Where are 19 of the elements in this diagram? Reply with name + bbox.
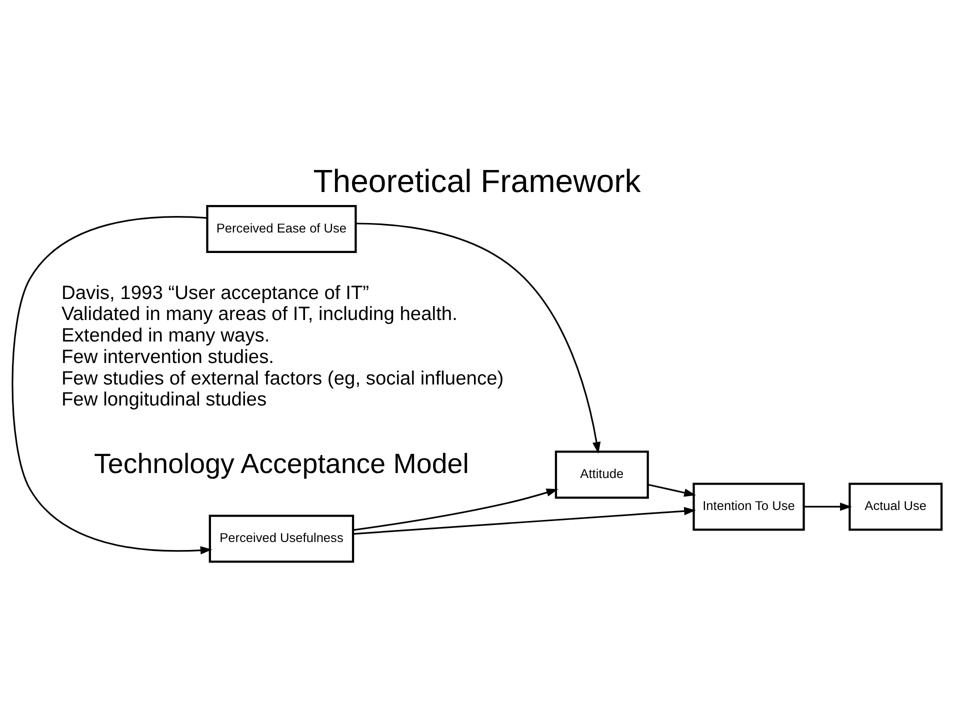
arrow [356,222,601,454]
arrow [804,502,852,510]
label: Extended in many ways. [61,325,270,346]
node-box: Attitude [554,450,649,498]
label: Validated in many areas of IT, including health. [61,304,458,325]
node-box: Perceived Usefulness [208,514,354,562]
arrow [648,483,696,496]
label: Few longitudinal studies [61,389,267,410]
arrow [12,216,212,554]
arrow [353,506,696,534]
label: Few studies of external factors (eg, social influence) [61,368,504,389]
arrow [353,488,558,530]
label: Davis, 1993 “User acceptance of IT” [61,282,370,304]
label: Few intervention studies. [61,346,274,368]
label: Technology Acceptance Model [94,447,469,478]
node-box: Perceived Ease of Use [206,204,357,253]
node-box: Actual Use [848,482,943,530]
node-box: Intention To Use [692,482,805,530]
diagram-title: Theoretical Framework [313,162,641,199]
